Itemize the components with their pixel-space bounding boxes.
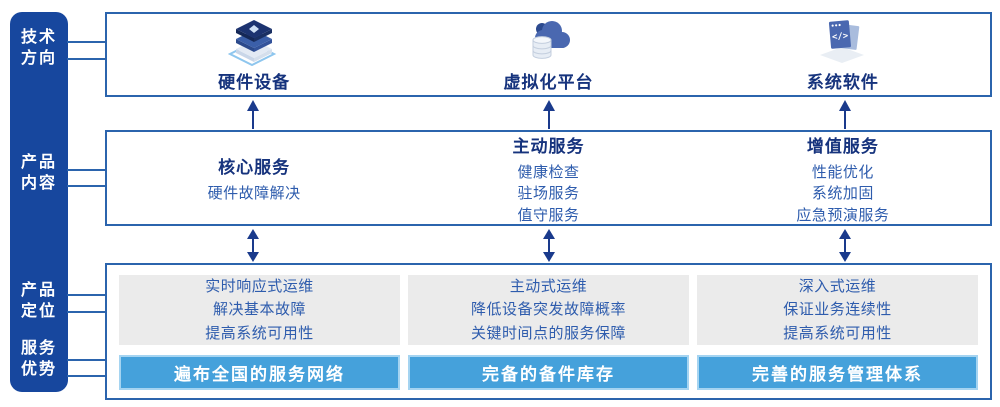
- code-glyph: </>: [831, 31, 849, 42]
- content-item-value-added-service: 增值服务 性能优化 系统加固 应急预演服务: [696, 132, 990, 226]
- connector-line: [67, 359, 106, 361]
- advantage-bar: 遍布全国的服务网络: [119, 354, 400, 390]
- positioning-description: 深入式运维 保证业务连续性 提高系统可用性: [697, 275, 978, 345]
- content-lines: 性能优化 系统加固 应急预演服务: [796, 164, 890, 224]
- positioning-item-deep: 深入式运维 保证业务连续性 提高系统可用性 完善的服务管理体系: [697, 275, 978, 390]
- tech-item-label: 系统软件: [806, 73, 879, 92]
- tech-item-system-software: </> 系统软件: [696, 14, 990, 95]
- cloud-database-icon: [532, 21, 571, 59]
- hardware-stack-icon: [228, 20, 277, 66]
- content-title: 增值服务: [806, 137, 879, 156]
- positioning-description: 实时响应式运维 解决基本故障 提高系统可用性: [119, 275, 400, 345]
- content-item-proactive-service: 主动服务 健康检查 驻场服务 值守服务: [401, 132, 695, 226]
- tech-item-hardware: 硬件设备: [107, 14, 401, 95]
- connector-line: [67, 41, 106, 43]
- positioning-panel: 实时响应式运维 解决基本故障 提高系统可用性 遍布全国的服务网络 主动式运维 降…: [105, 263, 992, 400]
- connector-line: [67, 294, 106, 296]
- product-content-panel: 核心服务 硬件故障解决 主动服务 健康检查 驻场服务 值守服务 增值服务 性能优…: [105, 130, 992, 226]
- up-arrow: [543, 100, 555, 129]
- positioning-item-proactive: 主动式运维 降低设备突发故障概率 关键时间点的服务保障 完备的备件库存: [408, 275, 689, 390]
- content-item-core-service: 核心服务 硬件故障解决: [107, 132, 401, 226]
- double-arrow: [543, 229, 555, 262]
- double-arrow: [247, 229, 259, 262]
- content-lines: 硬件故障解决: [207, 185, 301, 203]
- tech-direction-panel: 硬件设备 虚拟化平台: [105, 12, 992, 97]
- connector-line: [67, 169, 106, 171]
- sidebar-item-tech-direction: 技术 方向: [20, 29, 57, 67]
- sidebar-item-product-positioning: 产品 定位: [20, 282, 57, 320]
- content-title: 主动服务: [512, 137, 585, 156]
- connector-line: [67, 375, 106, 377]
- advantage-bar: 完善的服务管理体系: [697, 354, 978, 390]
- left-category-rail: 技术 方向 产品 内容 产品 定位 服务 优势: [10, 12, 68, 392]
- double-arrow: [839, 229, 851, 262]
- connector-line: [67, 311, 106, 313]
- tech-item-label: 虚拟化平台: [503, 73, 594, 92]
- positioning-description: 主动式运维 降低设备突发故障概率 关键时间点的服务保障: [408, 275, 689, 345]
- tech-item-virtualization: 虚拟化平台: [401, 14, 695, 95]
- content-title: 核心服务: [218, 158, 291, 178]
- code-window-icon: </>: [819, 20, 864, 63]
- connector-line: [67, 58, 106, 60]
- content-lines: 健康检查 驻场服务 值守服务: [517, 164, 580, 224]
- up-arrow: [839, 100, 851, 129]
- tech-item-label: 硬件设备: [218, 73, 291, 92]
- connector-line: [67, 185, 106, 187]
- up-arrow: [247, 100, 259, 129]
- sidebar-item-product-content: 产品 内容: [20, 154, 57, 192]
- positioning-item-realtime: 实时响应式运维 解决基本故障 提高系统可用性 遍布全国的服务网络: [119, 275, 400, 390]
- advantage-bar: 完备的备件库存: [408, 354, 689, 390]
- sidebar-item-service-advantage: 服务 优势: [20, 340, 57, 378]
